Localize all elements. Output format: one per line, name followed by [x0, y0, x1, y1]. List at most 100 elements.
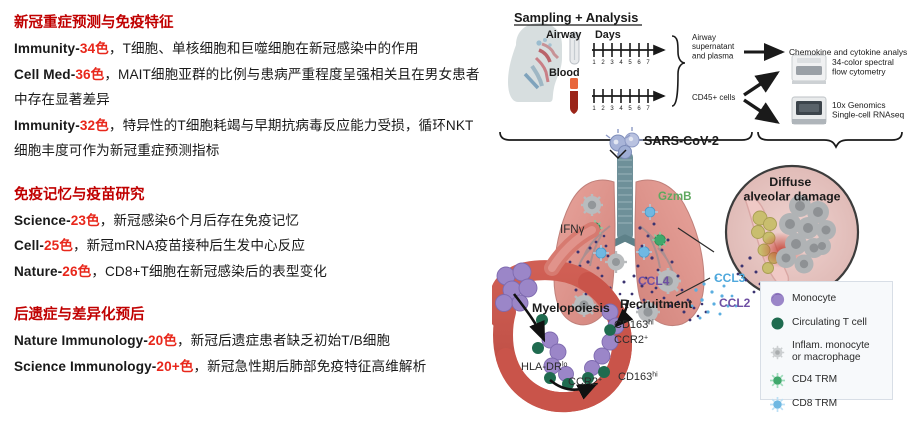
entry-description: ，CD8+T细胞在新冠感染后的表型变化 [91, 263, 327, 279]
sequencer-icon [791, 96, 827, 125]
day-tick-label: 1 [592, 60, 596, 66]
inset-title: Diffuse alveolar damage [743, 175, 840, 204]
gzmb-label: GzmB [658, 190, 692, 203]
entry-description: ，新冠感染6个月后存在免疫记忆 [99, 212, 300, 228]
entry-color-count: 23色 [70, 212, 100, 228]
figure-text-labels: Sampling + Analysis Airway Days Blood Ai… [514, 10, 907, 388]
legend-label: Circulating T cell [792, 317, 867, 329]
reference-entry: Science-23色，新冠感染6个月后存在免疫记忆 [14, 208, 486, 234]
section-spacer [14, 166, 486, 182]
blood-label: Blood [549, 67, 580, 79]
section-block-severity: 新冠重症预测与免疫特征 Immunity-34色，T细胞、单核细胞和巨噬细胞在新… [14, 10, 486, 164]
inflam-macrophage-icon [769, 344, 786, 361]
ccl3-dots-cloud [690, 276, 738, 320]
airway-swab-icon [569, 31, 580, 65]
entry-description: ，T细胞、单核细胞和巨噬细胞在新冠感染中的作用 [108, 41, 419, 56]
blood-tube-icon [570, 78, 578, 114]
day-tick-label: 7 [646, 60, 650, 66]
entry-journal: Science Immunology- [14, 358, 157, 374]
legend-item-inflam-macrophage: Inflam. monocyte or macrophage [769, 338, 886, 366]
flow-cytometer-icon [791, 54, 827, 84]
reference-list-panel: 新冠重症预测与免疫特征 Immunity-34色，T细胞、单核细胞和巨噬细胞在新… [14, 10, 486, 379]
ccl4-dots [618, 274, 654, 310]
reference-entry: Immunity-34色，T细胞、单核细胞和巨噬细胞在新冠感染中的作用 [14, 36, 486, 62]
day-tick-label: 3 [610, 60, 614, 66]
days-label: Days [595, 29, 621, 41]
cell-type-legend: Monocyte Circulating T cell [760, 281, 893, 412]
legend-label: CD8 TRM [792, 398, 838, 410]
entry-color-count: 20+色 [156, 358, 194, 374]
figure-canvas: 1 2 3 4 5 6 7 [492, 10, 907, 413]
reference-entry: Nature Immunology-20色，新冠后遗症患者缺乏初始T/B细胞 [14, 328, 486, 354]
sars-cov-2-virus-icon [605, 127, 643, 159]
chemokine-analysis-label: Chemokine and cytokine analysis [789, 47, 907, 57]
reference-entry: Immunity-32色，特异性的T细胞耗竭与早期抗病毒反应能力受损，循环NKT… [14, 113, 486, 164]
section-block-sequelae: 后遗症与差异化预后 Nature Immunology-20色，新冠后遗症患者缺… [14, 302, 486, 379]
entry-description: ，新冠后遗症患者缺乏初始T/B细胞 [176, 333, 391, 348]
virus-label: SARS-CoV-2 [644, 134, 719, 148]
entry-journal: Cell- [14, 238, 44, 253]
day-tick-label: 2 [601, 106, 605, 112]
recruitment-label: Recruitment [620, 297, 692, 311]
ccl3-label: CCL3 [714, 271, 746, 285]
sample-brace [671, 35, 686, 107]
myelopoiesis-label: Myelopoiesis [532, 301, 610, 315]
reference-entry: Nature-26色，CD8+T细胞在新冠感染后的表型变化 [14, 259, 486, 285]
legend-item-cd8-trm: CD8 TRM [769, 395, 886, 414]
entry-journal: Immunity- [14, 41, 80, 56]
legend-item-monocyte: Monocyte [769, 290, 886, 309]
workflow-panel: 1 2 3 4 5 6 7 [499, 22, 903, 149]
entry-journal: Cell Med- [14, 66, 76, 82]
day-tick-label: 1 [592, 106, 596, 112]
day-tick-label: 4 [619, 106, 623, 112]
section-block-memory-vaccine: 免疫记忆与疫苗研究 Science-23色，新冠感染6个月后存在免疫记忆 Cel… [14, 182, 486, 285]
legend-label: Monocyte [792, 293, 837, 305]
section-heading-severity: 新冠重症预测与免疫特征 [14, 15, 174, 31]
entry-journal: Nature Immunology- [14, 333, 148, 348]
entry-description: ，MAIT细胞亚群的比例与患病严重程度呈强相关且在男女患者中存在显著差异 [14, 66, 480, 108]
day-tick-label: 4 [619, 60, 623, 66]
arrow-to-cytometry [743, 71, 780, 97]
legend-label: CD4 TRM [792, 374, 838, 386]
analysis-bottom-brace [757, 131, 903, 149]
lung-illustration [492, 127, 860, 413]
flow-cytometry-label: 34-color spectral flow cytometry [832, 57, 896, 77]
day-tick-label: 5 [628, 60, 632, 66]
circulating-t-cell-icon [769, 315, 786, 332]
section-spacer [14, 286, 486, 302]
entry-color-count: 20色 [147, 333, 177, 348]
day-tick-label: 2 [601, 60, 605, 66]
entry-color-count: 36色 [75, 66, 105, 82]
monocyte-icon [769, 291, 786, 308]
study-design-figure: 1 2 3 4 5 6 7 [492, 0, 907, 424]
cd45-cells-label: CD45+ cells [692, 93, 735, 102]
arrow-to-rnaseq [743, 98, 780, 124]
recruitment-arrow [614, 299, 634, 328]
cd163-hi-right-label: CD163hi [618, 371, 658, 383]
day-tick-label: 3 [610, 106, 614, 112]
legend-item-cd4-trm: CD4 TRM [769, 371, 886, 390]
vessel-flow-arrow [549, 378, 599, 400]
diffuse-alveolar-damage-inset [675, 164, 860, 300]
entry-description: ，新冠mRNA疫苗接种后生发中心反应 [72, 238, 306, 253]
entry-journal: Science- [14, 212, 71, 228]
entry-color-count: 26色 [62, 263, 92, 279]
myelopoiesis-arrow [512, 293, 546, 343]
entry-journal: Immunity- [14, 117, 80, 133]
ccl4-label: CCL4 [638, 274, 670, 288]
day-tick-label: 5 [628, 106, 632, 112]
entry-color-count: 34色 [79, 41, 109, 56]
legend-label: Inflam. monocyte or macrophage [792, 339, 870, 363]
entry-description: ，新冠急性期后肺部免疫特征高维解析 [193, 358, 427, 374]
ifng-label: IFNγ [560, 223, 585, 236]
entry-journal: Nature- [14, 263, 63, 279]
flow-chevron-icon [609, 149, 627, 160]
airway-output-label: Airway supernatant and plasma [692, 33, 737, 60]
day-tick-label: 6 [637, 106, 641, 112]
workflow-title: Sampling + Analysis [514, 10, 638, 25]
rnaseq-label: 10x Genomics Single-cell RNAseq [832, 100, 904, 120]
blood-timeline: 1 2 3 4 5 6 7 [592, 89, 666, 112]
airway-timeline: 1 2 3 4 5 6 7 [592, 43, 666, 66]
cd8-trm-icon [769, 396, 786, 413]
legend-item-circulating-t-cell: Circulating T cell [769, 314, 886, 333]
